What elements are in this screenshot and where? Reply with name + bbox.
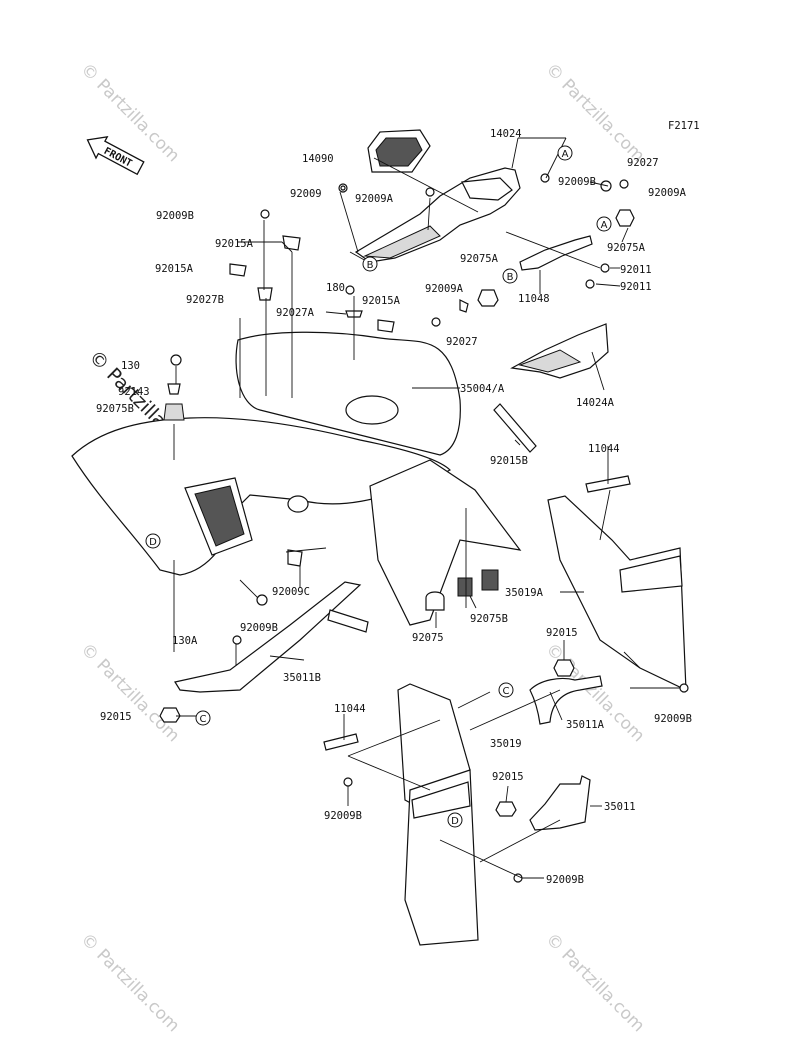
label-92015a-3: 92015A	[362, 295, 401, 307]
label-130a: 130A	[172, 635, 198, 647]
label-92075b-left: 92075B	[96, 403, 134, 415]
watermark-mid-left: © Partzilla.com	[76, 639, 183, 746]
label-92075a-right: 92075A	[607, 242, 646, 254]
callout-a-2: A	[601, 220, 608, 231]
label-92009a-mid: 92009A	[425, 283, 464, 295]
label-92015a-2: 92015A	[155, 263, 194, 275]
label-92027a: 92027A	[276, 307, 315, 319]
label-35004a: 35004/A	[460, 383, 505, 395]
callout-c-2: C	[503, 686, 510, 697]
label-92011-2: 92011	[620, 281, 652, 293]
watermark-bottom-left: © Partzilla.com	[76, 929, 183, 1036]
label-11044-lower: 11044	[334, 703, 366, 715]
label-35011a: 35011A	[566, 719, 605, 731]
part-35004A	[71, 331, 522, 626]
label-180: 180	[326, 282, 345, 294]
label-92075a-mid: 92075A	[460, 253, 499, 265]
label-11048: 11048	[518, 293, 550, 305]
part-14024	[354, 167, 521, 263]
part-35011	[529, 775, 591, 831]
fasteners	[159, 173, 689, 883]
callout-c-1: C	[200, 714, 207, 725]
label-92015b: 92015B	[490, 455, 528, 467]
part-35019	[397, 683, 479, 946]
label-92009b-mid: 92009B	[240, 622, 278, 634]
callout-b-1: B	[367, 260, 374, 271]
label-92027-top: 92027	[627, 157, 659, 169]
label-130: 130	[121, 360, 140, 372]
label-92143: 92143	[118, 386, 150, 398]
label-92009b-top: 92009B	[558, 176, 596, 188]
label-92011-1: 92011	[620, 264, 652, 276]
callout-a-1: A	[562, 149, 569, 160]
part-labels: 14090 14024 92027 92009 92009A 92009B 92…	[96, 128, 692, 886]
leader-lines	[173, 137, 680, 879]
part-14024A	[510, 323, 609, 379]
callout-letters: A A B B C C D D	[145, 145, 612, 828]
label-35019a: 35019A	[505, 587, 544, 599]
label-14024: 14024	[490, 128, 522, 140]
label-92009b-rr: 92009B	[654, 713, 692, 725]
part-11044-lower	[323, 733, 359, 751]
label-92015-right: 92015	[546, 627, 578, 639]
label-92009b-left: 92009B	[156, 210, 194, 222]
label-35019: 35019	[490, 738, 522, 750]
part-35011A	[529, 675, 603, 725]
label-35011: 35011	[604, 801, 636, 813]
label-92009a-right: 92009A	[648, 187, 687, 199]
label-92009a-top: 92009A	[355, 193, 394, 205]
callout-d-2: D	[451, 816, 459, 827]
front-arrow-icon: FRONT	[86, 135, 145, 176]
label-14090: 14090	[302, 153, 334, 165]
label-92027b: 92027B	[186, 294, 224, 306]
label-92027-mid: 92027	[446, 336, 478, 348]
label-92015-lower: 92015	[492, 771, 524, 783]
label-35011b: 35011B	[283, 672, 321, 684]
part-35011B	[174, 581, 369, 693]
figure-code: F2171	[668, 120, 700, 132]
label-92075b: 92075B	[470, 613, 508, 625]
label-92009c: 92009C	[272, 586, 310, 598]
label-11044-right: 11044	[588, 443, 620, 455]
part-11048	[519, 235, 593, 271]
label-92009b-bottom: 92009B	[546, 874, 584, 886]
part-14090	[367, 129, 431, 173]
label-92075: 92075	[412, 632, 444, 644]
watermark-top-right: © Partzilla.com	[541, 59, 648, 166]
callout-d-1: D	[149, 537, 157, 548]
label-92009b-low: 92009B	[324, 810, 362, 822]
label-92015a-1: 92015A	[215, 238, 254, 250]
label-92009-top: 92009	[290, 188, 322, 200]
callout-b-2: B	[507, 272, 514, 283]
watermark-bottom-right: © Partzilla.com	[541, 929, 648, 1036]
label-92015-left: 92015	[100, 711, 132, 723]
label-14024a: 14024A	[576, 397, 615, 409]
